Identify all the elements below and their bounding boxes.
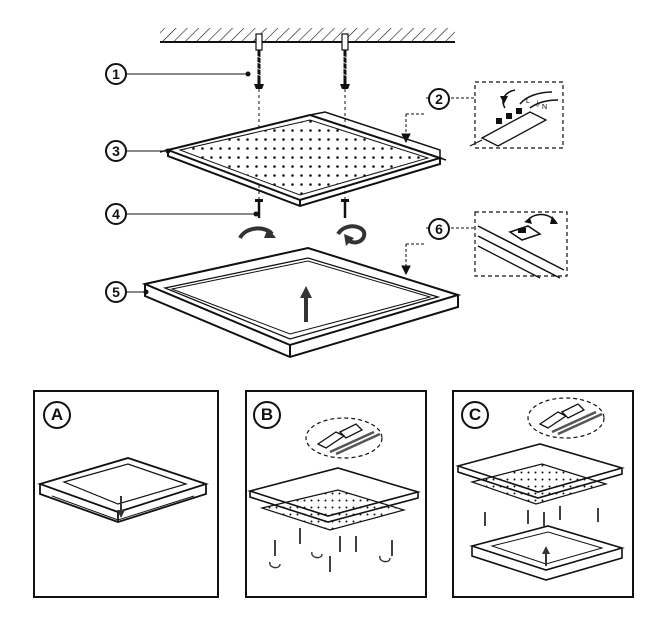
step-panel-c (452, 390, 634, 598)
callout-2: 2 (428, 88, 450, 110)
ceiling (160, 28, 455, 43)
step-label-b: B (253, 401, 281, 429)
wire-label-live: L (526, 98, 530, 105)
panel-c-drawing (455, 397, 625, 581)
callout-3: 3 (105, 140, 127, 162)
wall-plug-right (341, 33, 349, 51)
wall-plug-left (255, 33, 263, 51)
callout-leaders (126, 71, 475, 295)
step-label-a: A (43, 401, 71, 429)
callout-4: 4 (105, 203, 127, 225)
ceiling-screw-right (340, 50, 350, 89)
detail-clip-box (474, 211, 568, 279)
ceiling-screw-left (254, 50, 264, 89)
panel-screw-left (255, 199, 263, 218)
step-panel-a (33, 390, 219, 598)
step-panel-b (245, 390, 427, 598)
callout-1: 1 (105, 63, 127, 85)
light-frame (141, 246, 462, 359)
rotate-arrow-left-icon (238, 226, 276, 240)
panel-screw-right (341, 199, 349, 218)
panel-a-drawing (37, 457, 209, 523)
detail-terminal-box (469, 81, 564, 149)
mounting-plate (159, 111, 447, 208)
wire-label-earth: ⏚ (534, 100, 541, 108)
panel-b-drawing (247, 417, 421, 572)
callout-5: 5 (105, 281, 127, 303)
wire-label-neutral: N (542, 104, 547, 111)
rotate-arrow-right-icon (336, 224, 367, 246)
push-up-arrow-icon (300, 286, 312, 322)
step-label-c: C (461, 401, 489, 429)
callout-6: 6 (428, 218, 450, 240)
